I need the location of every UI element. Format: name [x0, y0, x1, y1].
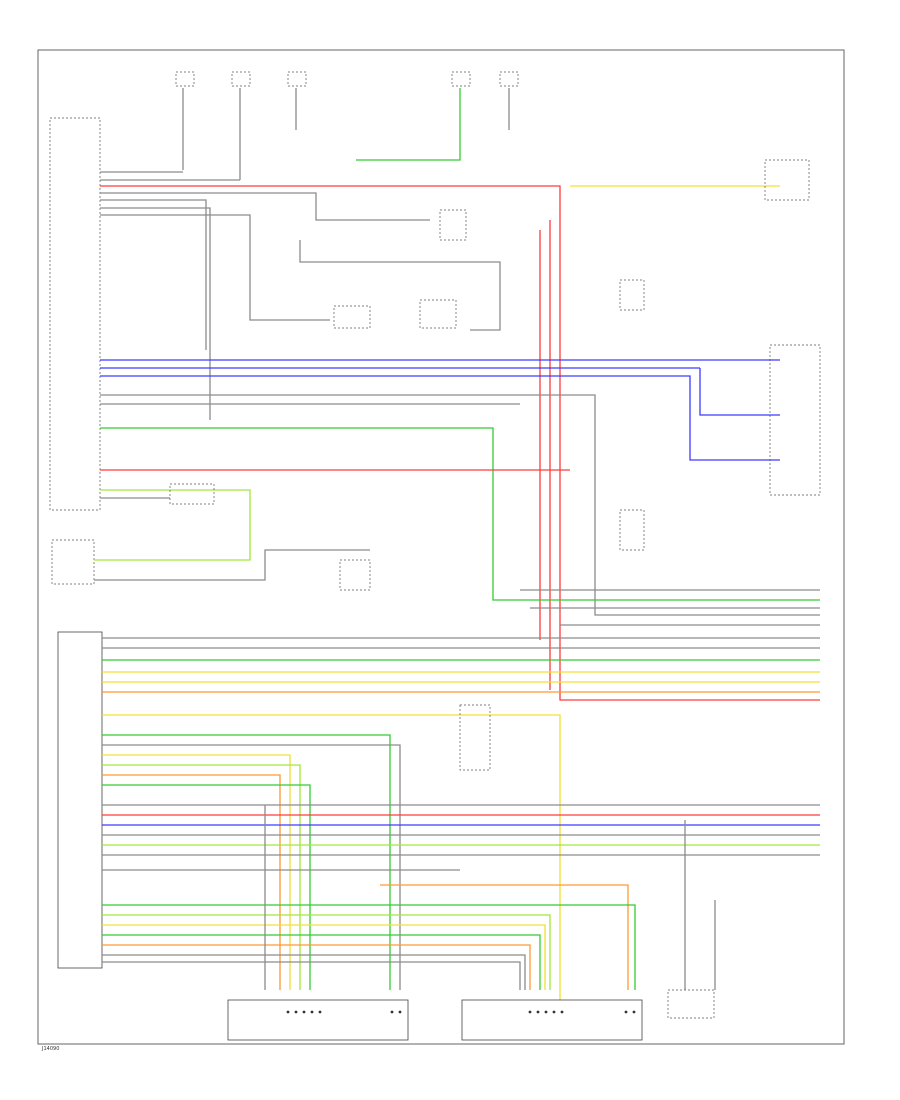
remote-control-mirror-module — [57, 631, 103, 969]
mirror-heater-relay — [459, 704, 491, 771]
ignition-switch-wiring — [94, 489, 370, 581]
ignition-switch-box — [51, 539, 95, 585]
fuse-center-box — [339, 559, 371, 591]
fuse-feeds — [175, 71, 519, 180]
door-lock-relay — [439, 209, 467, 241]
upper-bus — [100, 171, 820, 701]
defogger-relay — [169, 483, 215, 505]
mirror-signal-lines — [102, 734, 820, 990]
ground-connector — [667, 989, 715, 1019]
fuse-box-right-2 — [619, 509, 645, 551]
diagram-frame — [37, 49, 845, 1045]
right-mirror-connector — [461, 999, 643, 1041]
door-switch — [333, 305, 371, 329]
right-exits-upper — [520, 589, 820, 626]
mirror-select-switch — [769, 344, 821, 496]
body-ecu-connector — [49, 117, 101, 511]
left-mirror-connector — [227, 999, 409, 1041]
mirror-switch-bus — [100, 359, 820, 616]
key-switch-box — [764, 159, 810, 201]
footer-code: J14090 — [41, 1046, 59, 1052]
connector-pins — [286, 1010, 636, 1014]
mirror-module-bus — [102, 637, 820, 1000]
fuse-box-right-1 — [619, 279, 645, 311]
courtesy-switch — [419, 299, 457, 329]
